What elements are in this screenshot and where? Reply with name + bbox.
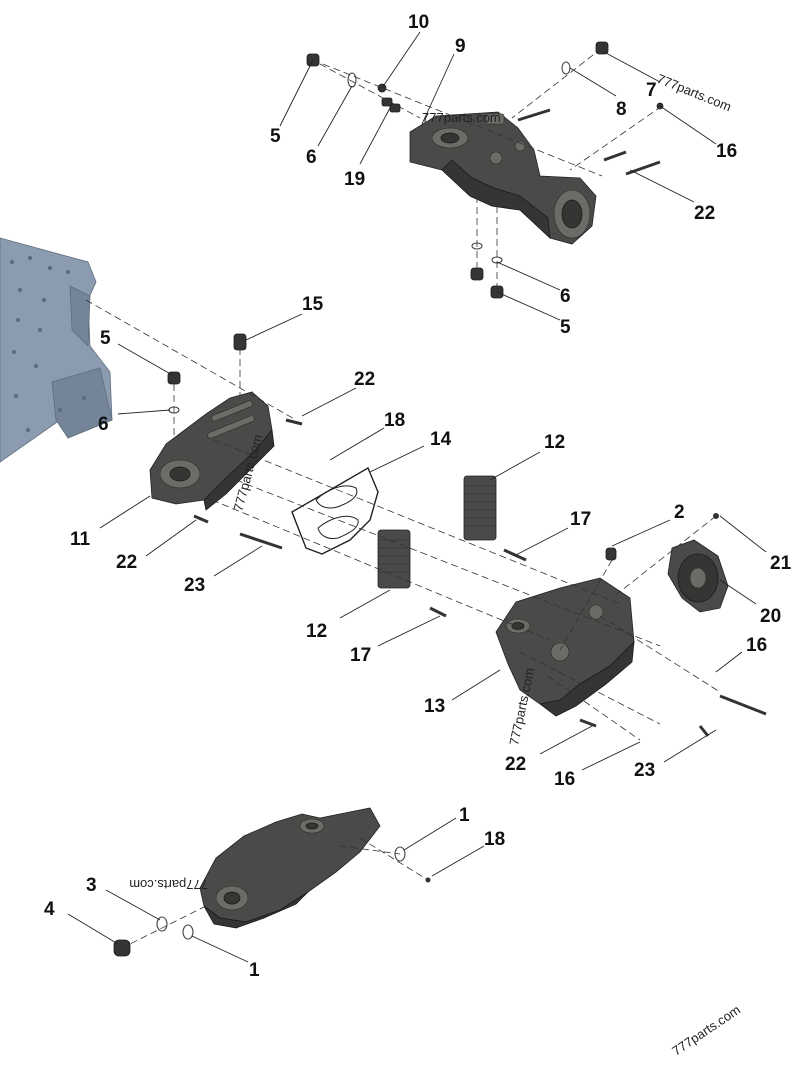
callout-2: 2 <box>674 502 685 523</box>
callout-1-left: 1 <box>249 960 260 981</box>
callout-11: 11 <box>70 529 91 550</box>
callout-22-mid-top: 22 <box>354 369 375 390</box>
oring-8 <box>561 61 571 75</box>
callout-21: 21 <box>770 553 792 574</box>
watermark-top: 777parts.com <box>422 110 501 125</box>
callout-9: 9 <box>455 36 466 57</box>
callout-15: 15 <box>302 294 324 315</box>
callout-5-mid: 5 <box>100 328 111 349</box>
callout-1-right: 1 <box>459 805 470 826</box>
callout-3: 3 <box>86 875 97 896</box>
oring-1-left <box>182 924 194 940</box>
callout-6-top-bottom: 6 <box>560 286 571 307</box>
watermark-corner: 777parts.com <box>669 1002 743 1058</box>
callout-12-lower: 12 <box>306 621 327 642</box>
callout-22-mid-left: 22 <box>116 552 137 573</box>
gasket-illustration <box>291 466 379 555</box>
bolt-22-top-b <box>625 160 661 176</box>
callout-23-right: 23 <box>634 760 655 781</box>
bottom-housing-illustration <box>199 807 381 929</box>
callout-10: 10 <box>408 12 429 33</box>
watermark-top-right: 777parts.com <box>655 71 734 114</box>
callout-13: 13 <box>424 696 445 717</box>
callout-16-bottom: 16 <box>554 769 575 790</box>
callout-4: 4 <box>44 899 55 920</box>
watermark-right: 777parts.com <box>506 666 537 746</box>
cap-15 <box>233 333 247 351</box>
leader-lines <box>67 31 767 963</box>
callout-8: 8 <box>616 99 627 120</box>
callout-14: 14 <box>430 429 452 450</box>
callout-17-upper: 17 <box>570 509 591 530</box>
alignment-lines <box>85 47 721 949</box>
callout-23-mid: 23 <box>184 575 205 596</box>
callout-7: 7 <box>646 80 657 101</box>
callout-22-right: 22 <box>505 754 526 775</box>
callout-22-top: 22 <box>694 203 715 224</box>
callout-labels: 10 9 5 6 19 7 8 16 22 6 5 15 5 22 6 18 1… <box>44 12 792 981</box>
callout-12-upper: 12 <box>544 432 565 453</box>
top-housing-illustration <box>409 111 597 245</box>
oring-1-right <box>394 846 406 862</box>
callout-5-top-left: 5 <box>270 126 281 147</box>
callout-17-lower: 17 <box>350 645 371 666</box>
pump-cover-illustration <box>667 539 729 613</box>
callout-5-top-bottom: 5 <box>560 317 571 338</box>
callout-19: 19 <box>344 169 365 190</box>
fitting-19b <box>389 103 401 113</box>
oil-cooler-upper <box>463 475 497 541</box>
engine-block-illustration <box>0 237 113 463</box>
watermark-bottom: 777parts.com <box>129 877 208 892</box>
bolt-22-top-a <box>603 150 627 162</box>
callout-6-mid: 6 <box>98 414 109 435</box>
callout-20: 20 <box>760 606 781 627</box>
plug-2 <box>605 547 617 561</box>
oring-6-top-left <box>347 72 357 88</box>
oil-cooler-lower <box>377 529 411 589</box>
callout-18-mid: 18 <box>384 410 405 431</box>
callout-18-bottom: 18 <box>484 829 505 850</box>
callout-16-right: 16 <box>746 635 767 656</box>
left-housing-illustration <box>149 333 275 511</box>
bolt-16-top-a <box>517 108 551 122</box>
callout-6-top-left: 6 <box>306 147 317 168</box>
right-bolts <box>579 513 767 737</box>
callout-16-top: 16 <box>716 141 737 162</box>
fitting-19 <box>381 97 393 107</box>
oring-3 <box>156 916 168 932</box>
